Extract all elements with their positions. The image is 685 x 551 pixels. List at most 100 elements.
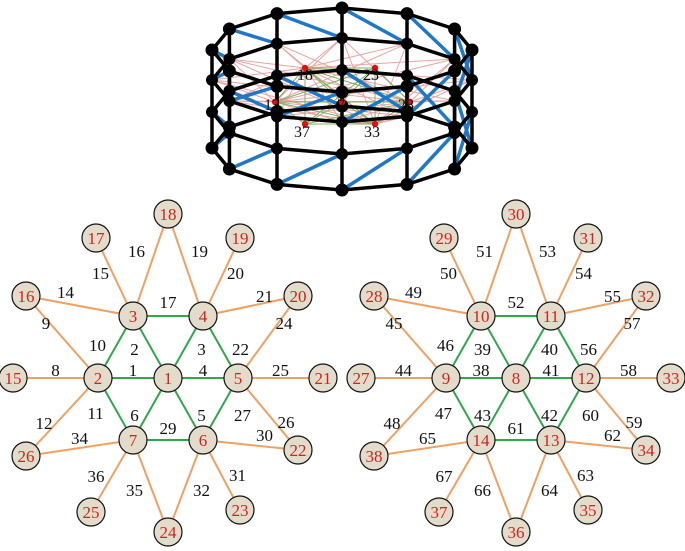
frame-node bbox=[270, 7, 284, 21]
edge-label: 59 bbox=[626, 413, 643, 432]
frame-node bbox=[223, 53, 236, 65]
frame-node bbox=[336, 148, 348, 160]
edge-label: 15 bbox=[92, 264, 109, 283]
graph-node bbox=[501, 199, 531, 229]
edge-label: 53 bbox=[539, 242, 556, 261]
graph-edge bbox=[480, 439, 517, 533]
graph-node bbox=[283, 281, 313, 311]
center-dot bbox=[371, 120, 379, 128]
edge-label: 30 bbox=[256, 426, 273, 445]
center-dot bbox=[371, 64, 379, 72]
edge-label: 40 bbox=[541, 340, 558, 359]
edge-label: 9 bbox=[42, 314, 51, 333]
frame-node bbox=[400, 79, 414, 93]
edge-label: 51 bbox=[476, 242, 493, 261]
frame-node bbox=[205, 141, 219, 155]
center-label: 13 bbox=[264, 97, 280, 114]
center-dot bbox=[301, 120, 309, 128]
node-label: 13 bbox=[543, 431, 560, 450]
graph-node bbox=[631, 435, 661, 465]
brace-edge bbox=[228, 89, 278, 114]
node-label: 20 bbox=[290, 287, 307, 306]
frame-node bbox=[448, 22, 462, 36]
node-label: 26 bbox=[18, 447, 35, 466]
edge-label: 32 bbox=[193, 481, 210, 500]
node-label: 12 bbox=[578, 369, 595, 388]
frame-node bbox=[223, 95, 236, 107]
node-label: 25 bbox=[83, 503, 100, 522]
edge-label: 66 bbox=[474, 481, 491, 500]
edge-label: 36 bbox=[88, 467, 105, 486]
frame-node bbox=[448, 53, 461, 65]
node-label: 3 bbox=[129, 307, 138, 326]
graph-node bbox=[153, 517, 183, 547]
frame-node bbox=[270, 79, 284, 93]
brace-edge bbox=[341, 146, 408, 192]
edge-label: 67 bbox=[436, 467, 454, 486]
frame-node bbox=[448, 127, 461, 139]
graph-node bbox=[83, 363, 113, 393]
frame-node bbox=[222, 162, 236, 176]
brace-edge bbox=[276, 152, 343, 186]
graph-edge bbox=[550, 295, 647, 317]
inner-link bbox=[304, 67, 411, 103]
frame-node bbox=[400, 7, 414, 21]
center-label: 28 bbox=[398, 97, 414, 114]
graph-node bbox=[81, 223, 111, 253]
node-label: 18 bbox=[160, 205, 177, 224]
frame-node bbox=[335, 99, 349, 113]
frame-node bbox=[206, 74, 218, 86]
edge-label: 35 bbox=[126, 481, 143, 500]
cross-link bbox=[229, 58, 376, 125]
edge-label: 3 bbox=[197, 340, 206, 359]
frame-node bbox=[448, 64, 462, 78]
graph-edge bbox=[132, 439, 169, 533]
node-label: 29 bbox=[436, 229, 453, 248]
node-label: 30 bbox=[508, 205, 525, 224]
node-label: 38 bbox=[366, 447, 383, 466]
edge-label: 17 bbox=[160, 293, 178, 312]
frame-node bbox=[222, 22, 236, 36]
graph-edge bbox=[237, 377, 299, 451]
graph-edge bbox=[373, 377, 447, 457]
edge-label: 50 bbox=[440, 264, 457, 283]
frame-node bbox=[206, 106, 218, 118]
brace-edge bbox=[452, 111, 474, 170]
node-label: 7 bbox=[129, 431, 138, 450]
graph-edge bbox=[585, 377, 647, 451]
brace-edge bbox=[276, 11, 343, 40]
cross-link bbox=[229, 58, 306, 69]
node-label: 11 bbox=[543, 307, 559, 326]
graph-node bbox=[359, 441, 389, 471]
edge-label: 41 bbox=[543, 361, 560, 380]
edge-label: 46 bbox=[437, 336, 454, 355]
edge-label: 2 bbox=[130, 340, 139, 359]
brace-edge bbox=[341, 84, 408, 124]
graph-node bbox=[573, 223, 603, 253]
edge-label: 11 bbox=[87, 404, 103, 423]
graph-edge bbox=[515, 213, 552, 317]
graph-edge bbox=[25, 295, 134, 317]
graph-node bbox=[118, 425, 148, 455]
brace-edge bbox=[452, 28, 474, 81]
graph-node bbox=[11, 441, 41, 471]
edge-label: 52 bbox=[508, 293, 525, 312]
node-label: 35 bbox=[580, 501, 597, 520]
node-label: 9 bbox=[442, 369, 451, 388]
frame-node bbox=[270, 177, 284, 191]
frame-node bbox=[465, 43, 479, 57]
brace-edge bbox=[405, 12, 456, 61]
graph-edge bbox=[515, 439, 552, 533]
frame-node bbox=[336, 116, 348, 128]
graph-node bbox=[631, 281, 661, 311]
graph-node bbox=[153, 199, 183, 229]
frame-node bbox=[448, 95, 461, 107]
edge-label: 8 bbox=[51, 361, 60, 380]
edge-label: 14 bbox=[57, 283, 75, 302]
edge-label: 29 bbox=[160, 419, 177, 438]
frame-node bbox=[223, 127, 236, 139]
